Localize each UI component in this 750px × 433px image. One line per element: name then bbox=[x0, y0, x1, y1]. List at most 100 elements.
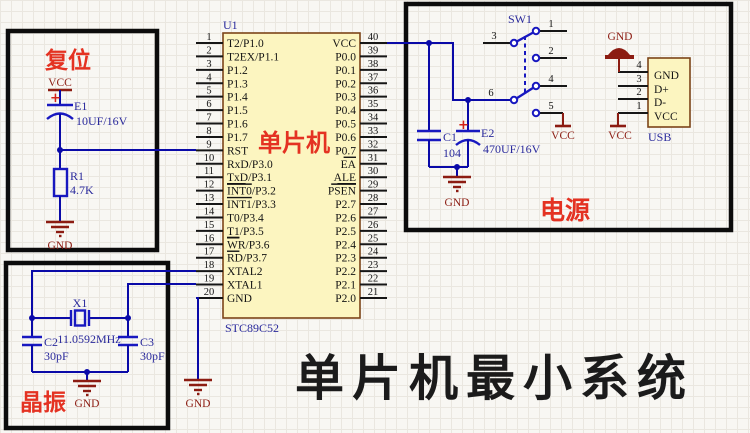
e1-capacitor-bottom-plate bbox=[46, 112, 74, 120]
mcu-pin-36-name: P0.3 bbox=[335, 92, 356, 104]
reset-section-label: 复位 bbox=[44, 47, 91, 74]
e1-refdes: E1 bbox=[74, 99, 87, 113]
mcu-pin-22-number: 22 bbox=[368, 274, 379, 285]
mcu-pin-24-number: 24 bbox=[368, 247, 379, 258]
mcu-pin-1-number: 1 bbox=[206, 32, 211, 43]
usb-pin1-number: 1 bbox=[636, 101, 641, 112]
usb-pin2-number: 2 bbox=[636, 87, 641, 98]
crystal-body bbox=[73, 309, 87, 327]
mcu-pin-34-number: 34 bbox=[368, 113, 379, 124]
mcu-pin-7-name: P1.6 bbox=[227, 119, 248, 131]
mcu-pin-35-name: P0.4 bbox=[335, 105, 356, 117]
sw1-pin4-number: 4 bbox=[548, 74, 554, 85]
sw1-pin1-contact bbox=[531, 26, 541, 36]
mcu-pin-32-number: 32 bbox=[368, 139, 379, 150]
usb-pin3-number: 3 bbox=[636, 74, 641, 85]
mcu-pin-31-number: 31 bbox=[368, 153, 379, 164]
mcu-pin-31-name: EA bbox=[341, 159, 357, 171]
sw1-refdes: SW1 bbox=[508, 12, 532, 26]
c1-refdes: C1 bbox=[443, 130, 457, 144]
mcu-pin-29-name: PSEN bbox=[328, 186, 357, 198]
sw1-pin6-contact bbox=[509, 95, 519, 105]
mcu-pins: 1T2/P1.02T2EX/P1.13P1.24P1.35P1.46P1.57P… bbox=[196, 32, 387, 305]
mcu-pin-14-name: T0/P3.4 bbox=[227, 212, 264, 224]
sw1-vcc-label: VCC bbox=[551, 130, 575, 142]
e1-plus-sign: + bbox=[50, 91, 61, 106]
page-title: 单片机最小系统 bbox=[295, 350, 694, 407]
mcu-pin-3-name: P1.2 bbox=[227, 65, 248, 77]
mcu-pin-35-number: 35 bbox=[368, 99, 379, 110]
mcu-pin-13-name: INT1/P3.3 bbox=[227, 199, 276, 211]
c3-refdes: C3 bbox=[140, 335, 154, 349]
mcu-pin-18-number: 18 bbox=[204, 260, 215, 271]
crystal-section-frame bbox=[3, 260, 171, 431]
c2-value: 30pF bbox=[44, 349, 69, 363]
e2-plus-sign: + bbox=[458, 118, 469, 133]
mcu-pin-39-name: P0.0 bbox=[335, 51, 356, 63]
mcu-gnd-label: GND bbox=[186, 398, 211, 410]
mcu-pin-27-number: 27 bbox=[368, 206, 379, 217]
mcu-pin-10-number: 10 bbox=[204, 153, 215, 164]
mcu-pin-26-number: 26 bbox=[368, 220, 379, 231]
mcu-pin-2-number: 2 bbox=[206, 45, 211, 56]
sw1-pin1-number: 1 bbox=[548, 19, 553, 30]
mcu-pin-16-name: WR/P3.6 bbox=[227, 239, 270, 251]
mcu-pin-4-number: 4 bbox=[206, 72, 212, 83]
sw1-pin4-contact bbox=[531, 81, 541, 91]
mcu-pin-20-name: GND bbox=[227, 293, 252, 305]
mcu-pin-6-number: 6 bbox=[206, 99, 211, 110]
mcu-pin-25-number: 25 bbox=[368, 233, 379, 244]
mcu-gnd-wire bbox=[196, 297, 199, 379]
mcu-pin-9-number: 9 bbox=[206, 139, 211, 150]
mcu-pin-30-number: 30 bbox=[368, 166, 379, 177]
vcc-rail-wire bbox=[387, 42, 511, 101]
c3-value: 30pF bbox=[140, 349, 165, 363]
e2-refdes: E2 bbox=[481, 126, 494, 140]
mcu-pin-9-name: RST bbox=[227, 145, 248, 157]
mcu-pin-40-name: VCC bbox=[332, 38, 356, 50]
mcu-pin-29-number: 29 bbox=[368, 180, 379, 191]
e2-value: 470UF/16V bbox=[483, 142, 541, 156]
mcu-overlay-label: 单片机 bbox=[258, 129, 330, 157]
mcu-pin-34-name: P0.5 bbox=[335, 119, 356, 131]
mcu-pin-25-name: P2.4 bbox=[335, 239, 356, 251]
sw1-pin2-number: 2 bbox=[548, 46, 553, 57]
mcu-pin-23-name: P2.2 bbox=[335, 266, 356, 278]
sw1-pin5-number: 5 bbox=[548, 101, 553, 112]
usb-pin4-number: 4 bbox=[636, 60, 642, 71]
sw1-pin3-number: 3 bbox=[491, 31, 496, 42]
power-section-label: 电源 bbox=[540, 196, 590, 225]
mcu-pin-15-name: T1/P3.5 bbox=[227, 226, 264, 238]
mcu-pin-38-number: 38 bbox=[368, 59, 379, 70]
x1-refdes: X1 bbox=[73, 296, 88, 310]
mcu-pin-28-number: 28 bbox=[368, 193, 379, 204]
power-gnd-label: GND bbox=[445, 197, 470, 209]
mcu-pin-19-name: XTAL1 bbox=[227, 280, 263, 292]
sw1-pin3-contact bbox=[509, 38, 519, 48]
mcu-pin-17-name: RD/P3.7 bbox=[227, 253, 267, 265]
x1-value: 11.0592MHz bbox=[57, 332, 120, 346]
mcu-pin-23-number: 23 bbox=[368, 260, 379, 271]
mcu-pin-11-number: 11 bbox=[204, 166, 214, 177]
xtal2-wire bbox=[31, 270, 196, 318]
mcu-pin-12-number: 12 bbox=[204, 180, 215, 191]
mcu-pin-10-name: RxD/P3.0 bbox=[227, 159, 273, 171]
sw1-pin2-contact bbox=[531, 53, 541, 63]
mcu-pin-21-name: P2.0 bbox=[335, 293, 356, 305]
mcu-pin-26-name: P2.5 bbox=[335, 226, 356, 238]
mcu-pin-36-number: 36 bbox=[368, 86, 379, 97]
usb-body bbox=[647, 57, 691, 128]
mcu-pin-6-name: P1.5 bbox=[227, 105, 248, 117]
mcu-pin-12-name: INT0/P3.2 bbox=[227, 186, 276, 198]
reset-vcc-label: VCC bbox=[48, 77, 72, 89]
e1-value: 10UF/16V bbox=[76, 114, 128, 128]
reset-gnd-label: GND bbox=[48, 240, 73, 252]
usb-pin-name-dplus: D+ bbox=[654, 84, 669, 96]
mcu-pin-8-name: P1.7 bbox=[227, 132, 248, 144]
mcu-body bbox=[222, 32, 361, 319]
mcu-pin-40-number: 40 bbox=[368, 32, 379, 43]
mcu-pin-11-name: TxD/P3.1 bbox=[227, 172, 272, 184]
c1-value: 104 bbox=[443, 146, 461, 160]
c2-refdes: C2 bbox=[44, 335, 58, 349]
